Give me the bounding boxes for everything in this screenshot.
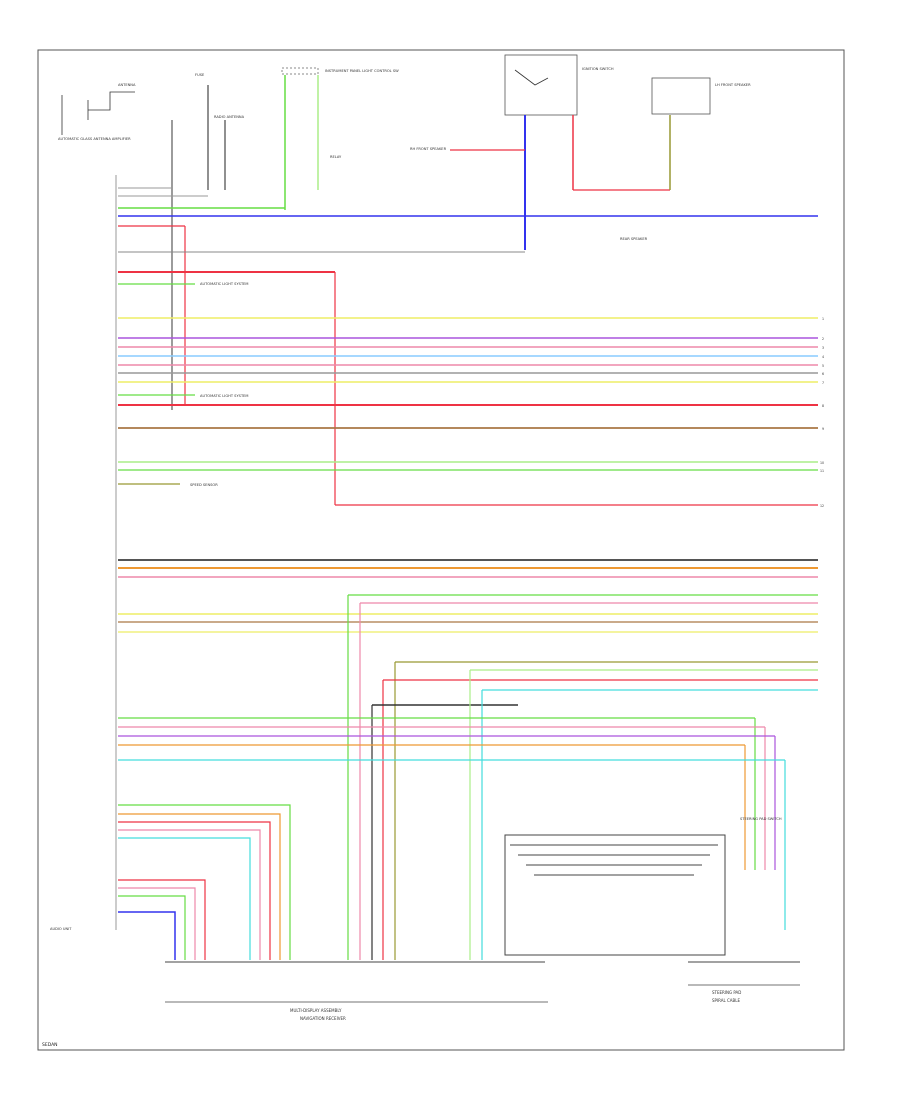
system-b-label: AUTOMATIC LIGHT SYSTEM [200,394,249,398]
fuse-block: FUSE RADIO ANTENNA [171,73,245,410]
svg-text:4: 4 [822,355,824,359]
right-pins: 1 2 3 4 5 6 7 8 9 10 11 12 [820,317,824,508]
ignition-relay: IGNITION SWITCH LH FRONT SPEAKER RH FRON… [410,54,751,250]
relay-label: RELAY [330,155,342,159]
main-connector: AUDIO UNIT [50,175,117,931]
audio-unit-label: AUDIO UNIT [50,927,72,931]
diagram-frame [37,49,845,1051]
svg-text:3: 3 [822,346,824,350]
main-unit-sub: NAVIGATION RECEIVER [300,1016,346,1021]
bottom-right-label: STEERING PAD [712,990,741,995]
steering-harness [118,717,786,956]
antenna-amp-label: AUTOMATIC GLASS ANTENNA AMPLIFIER [58,137,131,141]
bottom-left-wires [118,804,291,960]
antenna-amplifier: ANTENNA AUTOMATIC GLASS ANTENNA AMPLIFIE… [58,83,136,141]
speaker-fl-label: LH FRONT SPEAKER [715,83,751,87]
horizontal-wires [118,187,818,633]
bottom-right-sub: SPIRAL CABLE [712,998,740,1003]
antenna-label: ANTENNA [118,83,136,87]
fuse-label: FUSE [195,73,205,77]
dimmer-label: INSTRUMENT PANEL LIGHT CONTROL SW [325,69,399,73]
system-c-label: SPEED SENSOR [190,483,218,487]
svg-text:8: 8 [822,404,824,408]
svg-text:7: 7 [822,381,824,385]
svg-text:5: 5 [822,364,824,368]
svg-text:2: 2 [822,337,824,341]
bottom-connectors [165,961,800,1003]
dimmer-switch: INSTRUMENT PANEL LIGHT CONTROL SW RELAY [281,67,399,210]
page-code: SEDAN [42,1042,58,1048]
branch-wires [347,594,818,960]
speaker-fr-label: RH FRONT SPEAKER [410,147,447,151]
svg-text:11: 11 [820,469,824,473]
svg-text:12: 12 [820,504,824,508]
svg-text:1: 1 [822,317,824,321]
svg-text:6: 6 [822,372,824,376]
svg-text:9: 9 [822,427,824,431]
main-unit-label: MULTI-DISPLAY ASSEMBLY [290,1008,342,1013]
steering-sw-label: STEERING PAD SWITCH [740,817,782,821]
system-a-label: AUTOMATIC LIGHT SYSTEM [200,282,249,286]
radio-label: RADIO ANTENNA [214,115,245,119]
svg-text:10: 10 [820,461,824,465]
rear-speaker-label: REAR SPEAKER [620,237,648,241]
ignition-label: IGNITION SWITCH [582,67,614,71]
